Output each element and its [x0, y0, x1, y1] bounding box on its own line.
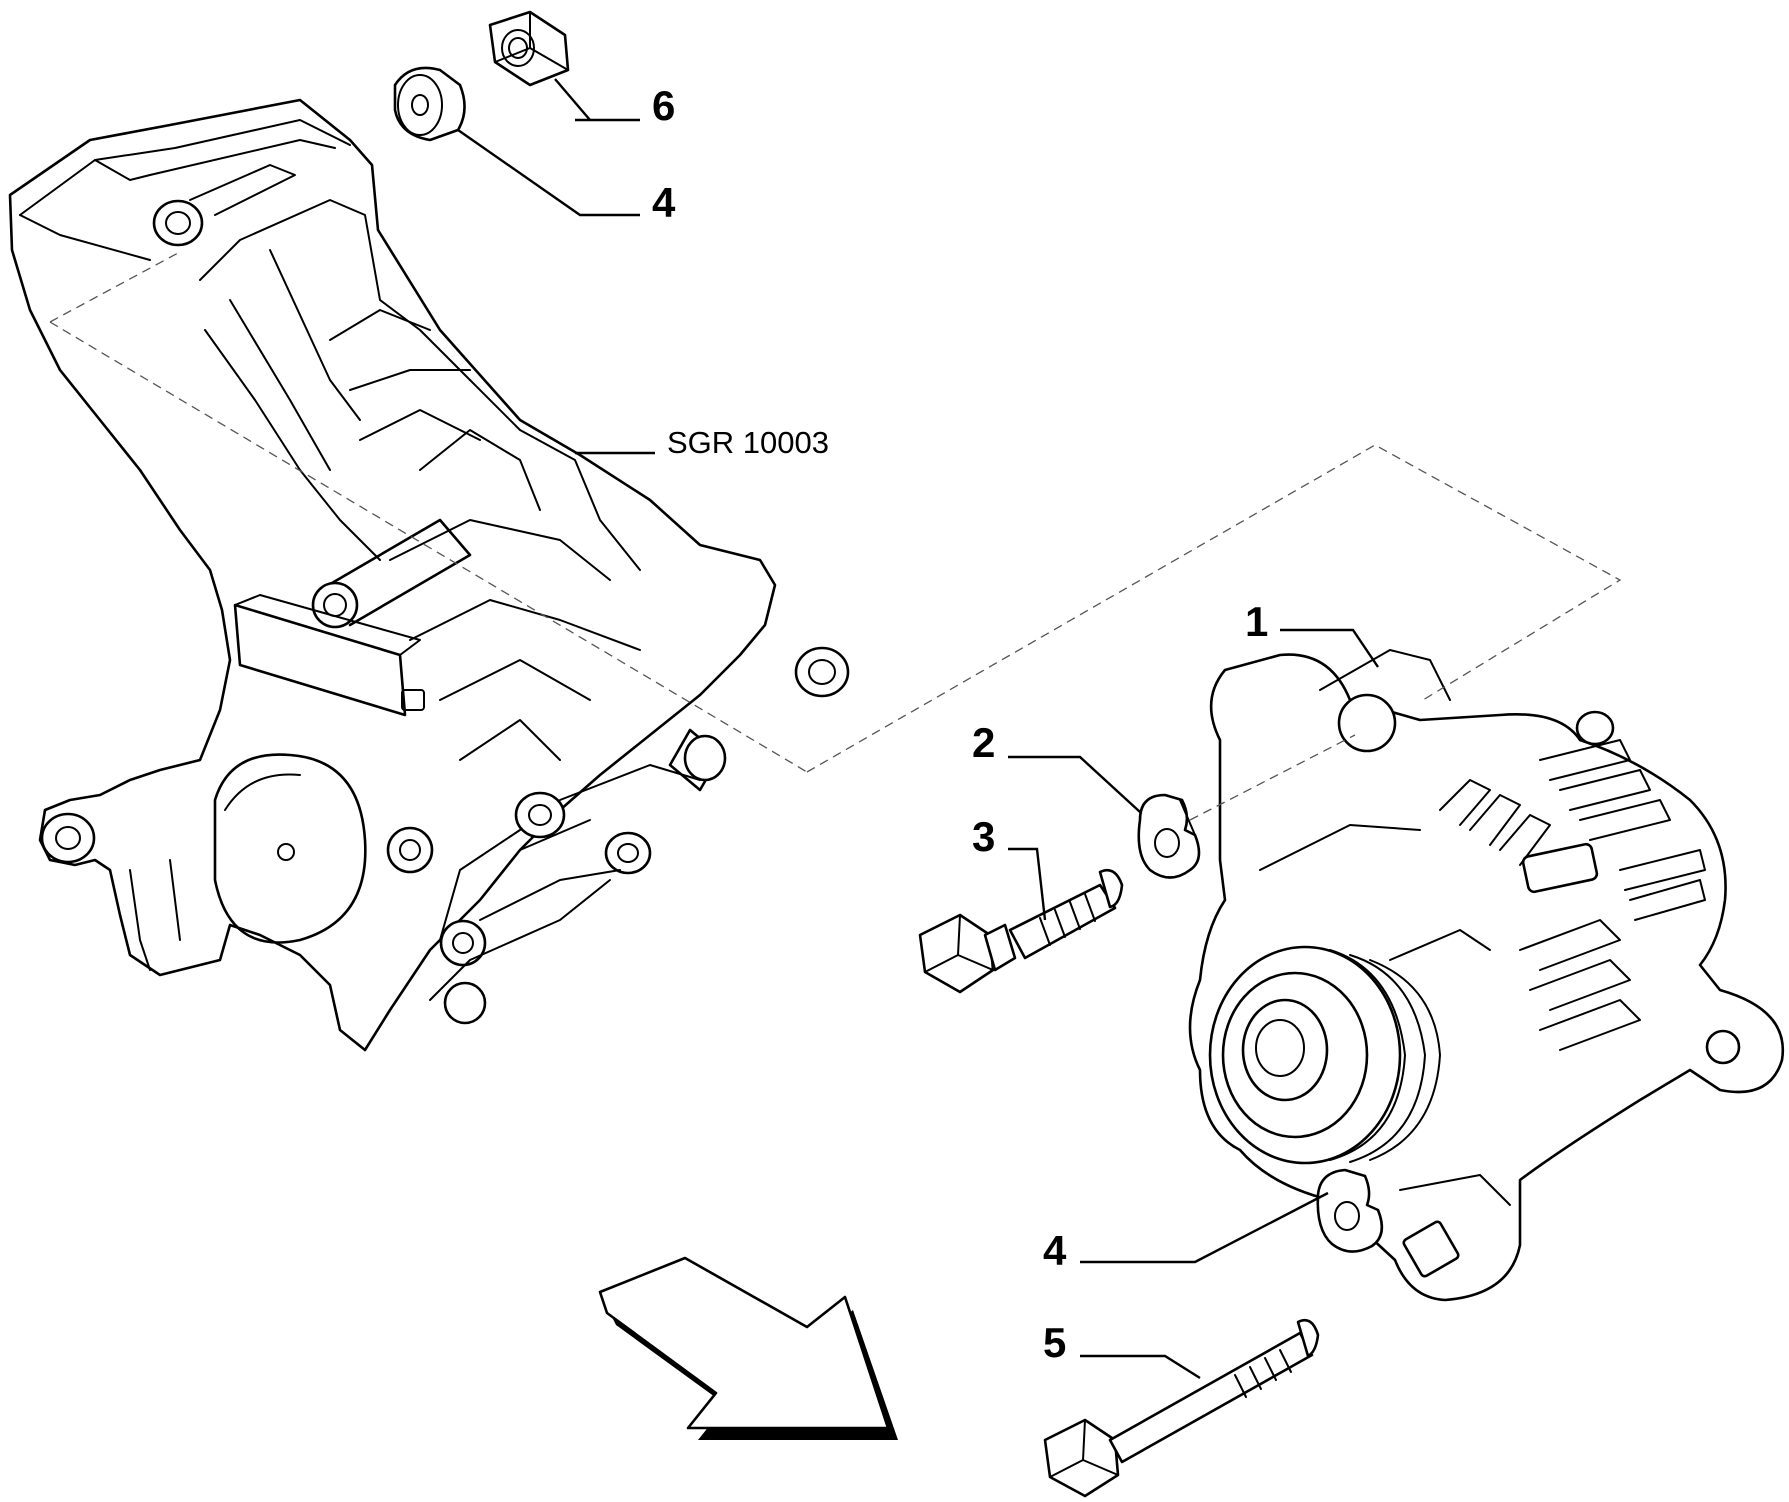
- long-bolt: [1043, 1318, 1320, 1498]
- reference-code: SGR 10003: [667, 425, 829, 460]
- callout-4-washer: 4: [1043, 1227, 1067, 1274]
- assembly-lines: [49, 252, 1622, 821]
- split-washer-lower: [1316, 1168, 1384, 1253]
- callout-1: 1: [1245, 598, 1268, 645]
- callout-3: 3: [972, 813, 995, 860]
- bolt: [918, 868, 1124, 994]
- callout-6: 6: [652, 82, 675, 129]
- spacer: [393, 66, 466, 142]
- leader-lines: [457, 78, 1379, 1380]
- alternator: [1188, 649, 1785, 1302]
- mounting-bracket: [8, 98, 850, 1052]
- direction-arrow: [598, 1256, 898, 1440]
- callout-5: 5: [1043, 1319, 1066, 1366]
- callout-4-spacer: 4: [652, 179, 676, 226]
- nut: [488, 10, 570, 87]
- split-washer: [1137, 793, 1201, 879]
- callout-2: 2: [972, 719, 995, 766]
